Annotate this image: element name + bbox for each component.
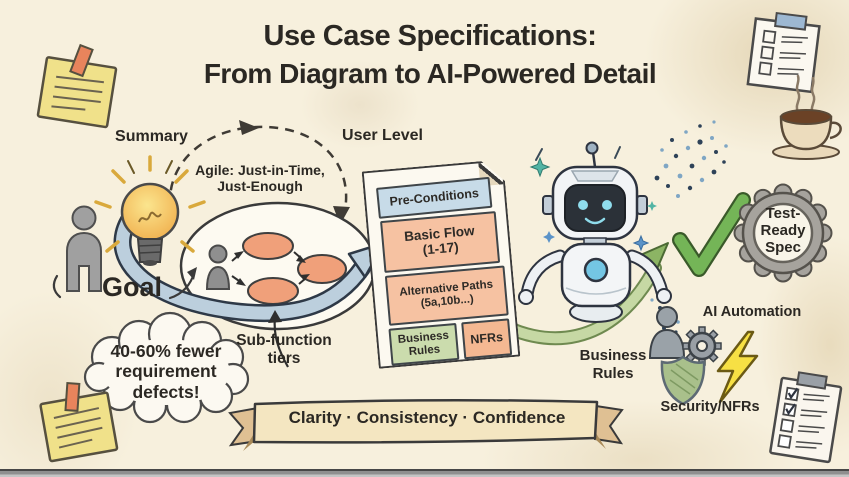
sub-function-pointer-arrow: [268, 310, 289, 368]
ai-dust-dots: [654, 120, 728, 198]
lightning-icon: [716, 330, 759, 404]
doc-section-alternative-paths: Alternative Paths (5a,10b...): [385, 265, 509, 325]
lightbulb-icon: [94, 155, 206, 266]
ribbon-banner: [228, 399, 624, 451]
defects-stat-label: 40-60% fewer requirement defects!: [110, 341, 222, 402]
sparkle-icons: [529, 146, 657, 252]
doc-section-nfrs: NFRs: [461, 318, 512, 359]
shield-icon: [660, 355, 706, 406]
iteration-loop-arrow: [168, 120, 350, 225]
clipboard-checklist-icon: [769, 371, 843, 464]
doc-section-business-rules: Business Rules: [388, 323, 459, 366]
business-rules-label: Business Rules: [579, 347, 647, 382]
agile-note-label: Agile: Just-in-Time, Just-Enough: [195, 162, 325, 195]
sticky-note-icon: [39, 382, 119, 463]
sub-function-tiers-label: Sub-function tiers: [236, 332, 332, 368]
page-title-line1: Use Case Specifications:: [263, 20, 597, 52]
thought-bubble: [77, 311, 250, 426]
security-nfrs-label: Security/NFRs: [660, 399, 760, 415]
page-title-line2: From Diagram to AI-Powered Detail: [203, 58, 657, 89]
goal-accent-arrows: [52, 267, 197, 300]
business-person-icon: [648, 306, 686, 359]
goal-person-icon: [66, 205, 102, 292]
banner-tagline: Clarity · Consistency · Confidence: [288, 408, 566, 427]
test-ready-spec-label: Test- Ready Spec: [760, 205, 806, 256]
doc-section-basic-flow: Basic Flow (1-17): [380, 211, 500, 273]
checkmark-icon: [672, 192, 751, 277]
use-case-document: Pre-Conditions Basic Flow (1-17) Alterna…: [362, 159, 521, 369]
bottom-frame-bar: [0, 469, 849, 477]
sticky-note-icon: [36, 43, 118, 129]
gear-icon: [682, 326, 722, 366]
robot: [518, 141, 672, 323]
goal-label: Goal: [101, 272, 162, 302]
user-level-label: User Level: [342, 127, 423, 144]
summary-label: Summary: [115, 128, 188, 145]
ai-automation-label: AI Automation: [702, 304, 802, 320]
